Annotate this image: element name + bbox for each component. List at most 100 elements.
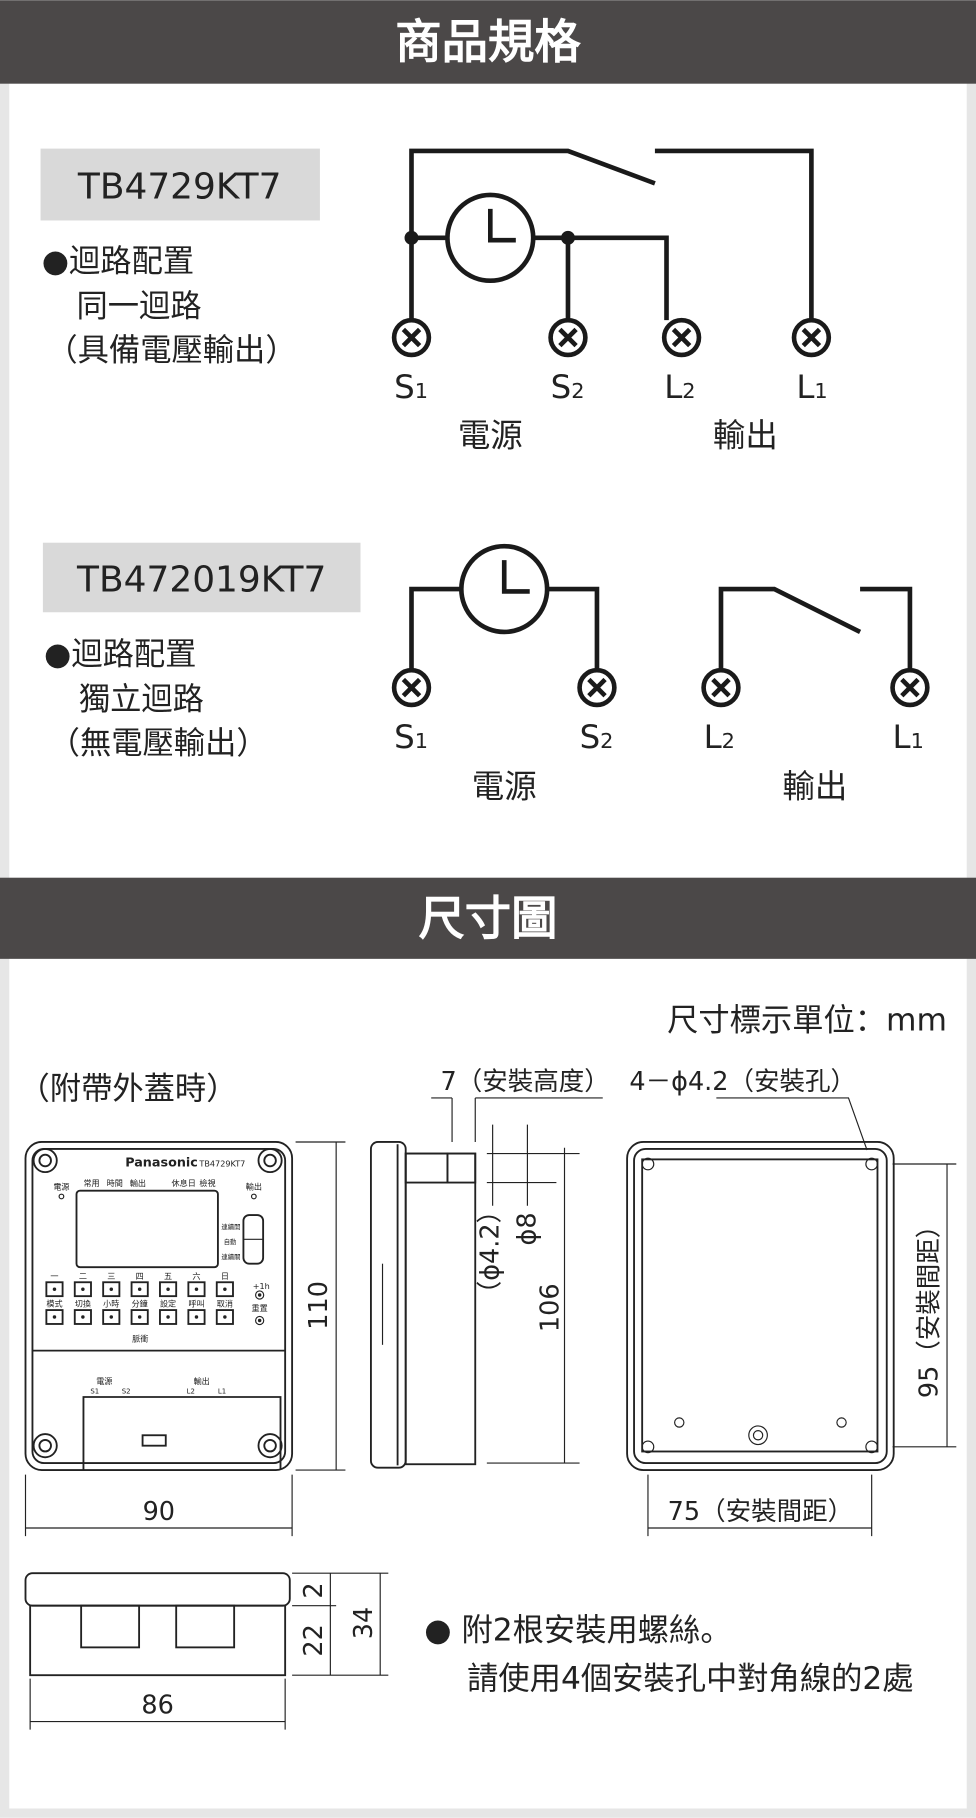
model1-output-type: （具備電壓輸出） (46, 333, 296, 369)
model2-name-box (42, 542, 361, 613)
svg-text:休息日: 休息日 (172, 1178, 196, 1188)
button-label: 六 (192, 1271, 200, 1281)
svg-text:檢視: 檢視 (199, 1178, 215, 1188)
panel-button (45, 1281, 64, 1298)
note-diagonal-holes: 請使用4個安裝孔中對角線的2處 (467, 1661, 913, 1697)
svg-text:2: 2 (299, 1582, 329, 1598)
svg-text:電源: 電源 (96, 1376, 112, 1386)
svg-text:110: 110 (304, 1281, 334, 1330)
button-label: 取消 (217, 1299, 233, 1309)
panel-button (73, 1309, 92, 1325)
output-label: 輸出 (713, 417, 778, 455)
button-label: 日 (221, 1271, 229, 1281)
panel-button (215, 1309, 234, 1325)
svg-text:+1h: +1h (253, 1281, 270, 1291)
button-dot (223, 1315, 227, 1319)
svg-text:86: 86 (141, 1690, 173, 1720)
side-dimensions: 7（安裝高度） （ϕ4.2） ϕ8 106 (431, 1067, 610, 1464)
bottom-dimensions: 2 22 34 86 (29, 1572, 389, 1730)
button-dot (223, 1287, 227, 1291)
terminal-label-s2: S2 (551, 368, 585, 406)
bottom-view-drawing (24, 1572, 291, 1677)
svg-text:L2: L2 (187, 1388, 195, 1396)
svg-text:重置: 重置 (252, 1303, 268, 1313)
spec-header-bar (0, 0, 976, 84)
model2-bullet: ●迴路配置 (44, 636, 196, 672)
svg-text:輸出: 輸出 (194, 1376, 210, 1386)
terminal-label-l2: L2 (664, 368, 695, 406)
clock-icon (459, 543, 550, 635)
button-dot (52, 1287, 57, 1291)
svg-text:7（安裝高度）: 7（安裝高度） (440, 1067, 609, 1097)
button-dot (137, 1287, 142, 1291)
model1-block: TB4729KT7 ●迴路配置 同一迴路 （具備電壓輸出） (40, 148, 320, 369)
model1-circuit-type: 同一迴路 (77, 289, 202, 325)
svg-text:輸出: 輸出 (246, 1182, 262, 1192)
button-dot (109, 1287, 114, 1291)
button-label: 小時 (103, 1299, 119, 1309)
model1-name-box (40, 148, 320, 221)
svg-text:連續關: 連續關 (221, 1252, 240, 1261)
svg-text:34: 34 (349, 1607, 379, 1639)
panel-button (159, 1281, 178, 1298)
button-dot (166, 1315, 170, 1319)
svg-text:連續開: 連續開 (221, 1222, 240, 1231)
button-label: 呼叫 (188, 1299, 204, 1309)
terminal-icon (701, 667, 741, 708)
svg-text:22: 22 (299, 1624, 329, 1656)
model2-wiring-diagram: S1 S2 L2 L1 電源 輸出 (391, 543, 930, 806)
device-brand: Panasonic (125, 1155, 198, 1170)
terminal-label-s2: S2 (580, 718, 614, 756)
svg-text:L1: L1 (218, 1388, 226, 1396)
panel-button (73, 1281, 92, 1298)
spec-header-title: 商品規格 (395, 15, 581, 69)
button-label: 切換 (75, 1299, 91, 1309)
terminal-icon (577, 667, 617, 708)
dimension-header-title: 尺寸圖 (418, 892, 557, 946)
svg-text:時間: 時間 (107, 1178, 123, 1188)
side-view-drawing (369, 1141, 477, 1469)
terminal-icon (661, 317, 702, 358)
model2-name: TB472019KT7 (76, 559, 326, 600)
button-label: 模式 (46, 1299, 62, 1309)
terminal-icon (791, 317, 832, 358)
panel-button (130, 1309, 149, 1325)
svg-text:75（安裝間距）: 75（安裝間距） (668, 1497, 853, 1527)
front-dimensions: 110 90 (24, 1141, 346, 1537)
button-dot (109, 1315, 114, 1319)
panel-button (187, 1309, 206, 1325)
svg-text:自動: 自動 (224, 1237, 237, 1246)
panel-button (215, 1281, 234, 1298)
back-dimensions: 4－ϕ4.2（安裝孔） 95（安裝間距） 75（安裝間距） (629, 1067, 957, 1537)
panel-button (102, 1281, 121, 1298)
button-label: 三 (107, 1271, 115, 1281)
panel-button (159, 1309, 178, 1325)
note-screws: ● 附2根安裝用螺絲。 (424, 1612, 731, 1648)
lcd-display (75, 1189, 219, 1269)
button-label: 五 (164, 1271, 172, 1281)
button-dot (194, 1287, 199, 1291)
svg-text:90: 90 (143, 1497, 175, 1527)
cover-note: （附帶外蓋時） (19, 1071, 238, 1107)
button-label: 分鐘 (132, 1299, 148, 1309)
terminal-icon (548, 317, 588, 358)
button-dot (137, 1315, 142, 1319)
button-dot (52, 1315, 57, 1319)
model1-wiring-diagram: S1 S2 L2 L1 電源 輸出 (391, 148, 832, 455)
terminal-icon (391, 667, 432, 708)
panel-button (102, 1309, 121, 1325)
clock-icon (445, 192, 536, 284)
model2-block: TB472019KT7 ●迴路配置 獨立迴路 （無電壓輸出） (42, 542, 361, 762)
terminal-label-s1: S1 (394, 368, 428, 406)
terminal-label-s1: S1 (394, 718, 428, 756)
terminal-label-l2: L2 (704, 718, 735, 756)
button-label: 二 (79, 1271, 87, 1281)
button-label: 四 (136, 1271, 144, 1281)
terminal-label-l1: L1 (796, 368, 827, 406)
svg-text:S2: S2 (122, 1388, 131, 1396)
dimension-header-bar (0, 877, 976, 959)
svg-text:4－ϕ4.2（安裝孔）: 4－ϕ4.2（安裝孔） (629, 1067, 856, 1097)
svg-text:常用: 常用 (83, 1178, 99, 1188)
button-dot (81, 1287, 85, 1291)
svg-text:輸出: 輸出 (130, 1178, 146, 1188)
